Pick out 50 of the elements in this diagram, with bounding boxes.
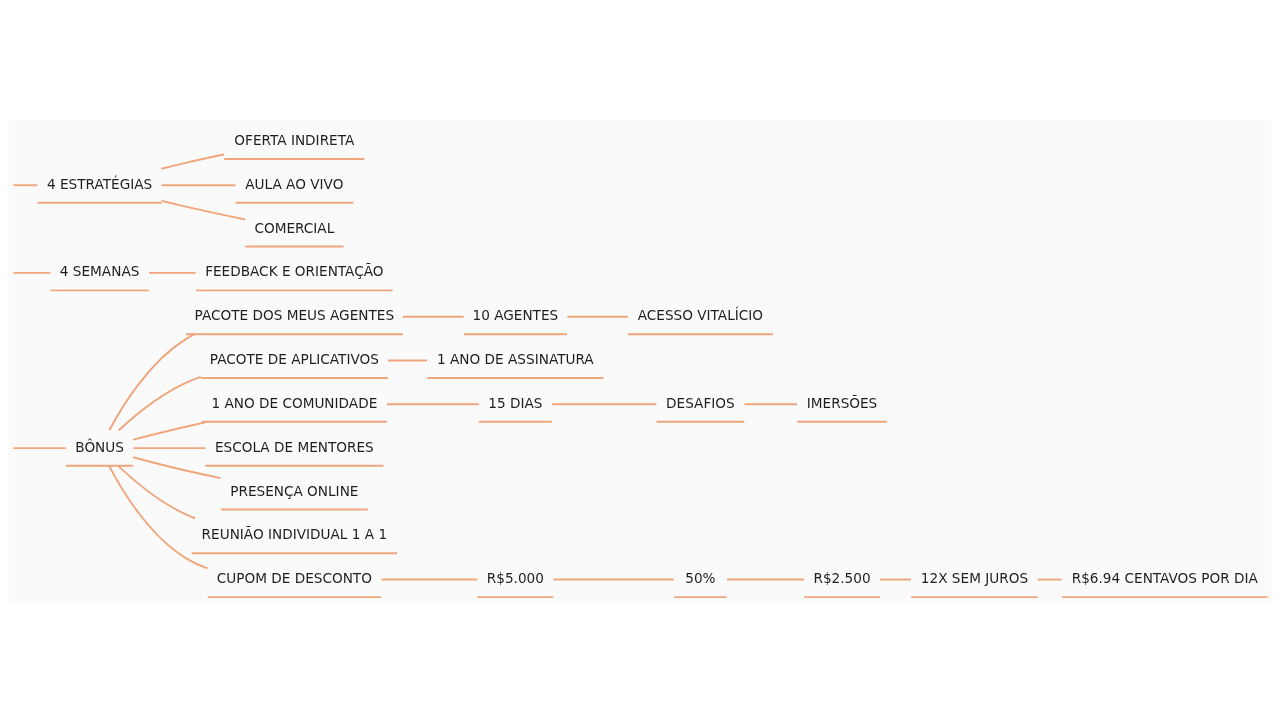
connector <box>743 402 798 405</box>
node-text: R$5.000 <box>486 569 544 586</box>
node-text: CUPOM DE DESCONTO <box>216 569 372 586</box>
connector <box>132 455 222 479</box>
node-text: 15 DIAS <box>488 394 543 411</box>
connector <box>12 183 39 186</box>
connector <box>380 578 479 581</box>
connector <box>12 271 52 274</box>
node-text: 50% <box>685 569 716 586</box>
node-text: DESAFIOS <box>666 394 735 411</box>
node-text: IMERSÕES <box>806 394 878 411</box>
connector <box>726 578 805 581</box>
node-text: R$6.94 CENTAVOS POR DIA <box>1071 569 1258 586</box>
connector <box>108 464 209 569</box>
node-text: PACOTE DOS MEUS AGENTES <box>194 306 395 323</box>
connector <box>160 199 247 220</box>
connector <box>879 578 912 581</box>
connector <box>552 578 675 581</box>
node-text: PRESENÇA ONLINE <box>230 482 359 499</box>
node-text: 10 AGENTES <box>472 306 559 323</box>
connector <box>160 183 237 186</box>
connector <box>401 315 465 318</box>
node-text: REUNIÃO INDIVIDUAL 1 A 1 <box>201 525 388 542</box>
node-text: 12X SEM JUROS <box>920 569 1029 586</box>
connector <box>160 153 226 170</box>
connector <box>148 271 197 274</box>
connector <box>386 359 428 361</box>
connector <box>117 375 202 431</box>
node-text: BÔNUS <box>75 438 124 455</box>
node-text: 4 ESTRATÉGIAS <box>46 175 153 192</box>
node-text: ESCOLA DE MENTORES <box>214 438 374 455</box>
connector <box>132 420 209 441</box>
node-text: PACOTE DE APLICATIVOS <box>209 350 379 367</box>
node-text: 4 SEMANAS <box>59 262 140 279</box>
connector <box>108 332 196 431</box>
node-text: FEEDBACK E ORIENTAÇÃO <box>205 262 384 279</box>
node-text: COMERCIAL <box>254 219 335 236</box>
connector <box>12 446 67 449</box>
node-text: OFERTA INDIRETA <box>234 131 355 148</box>
node-text: ACESSO VITALÍCIO <box>637 306 764 323</box>
node-text: R$2.500 <box>813 569 871 586</box>
node-text: 1 ANO DE COMUNIDADE <box>211 394 378 411</box>
connector <box>386 402 480 405</box>
node-text: 1 ANO DE ASSINATURA <box>437 350 594 367</box>
connector <box>566 315 629 318</box>
connector <box>132 446 207 449</box>
node-text: AULA AO VIVO <box>245 175 344 192</box>
connector <box>117 464 197 519</box>
connector <box>551 402 658 405</box>
connector <box>1036 578 1063 581</box>
